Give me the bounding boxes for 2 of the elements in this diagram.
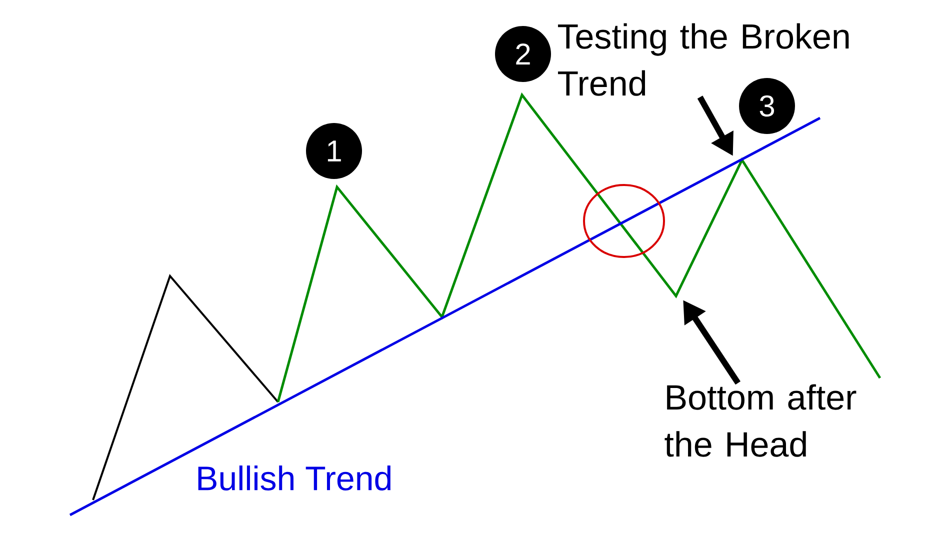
callout-text: Bottom after the Head [664, 384, 856, 457]
trend-label: Bullish Trend [198, 466, 390, 490]
